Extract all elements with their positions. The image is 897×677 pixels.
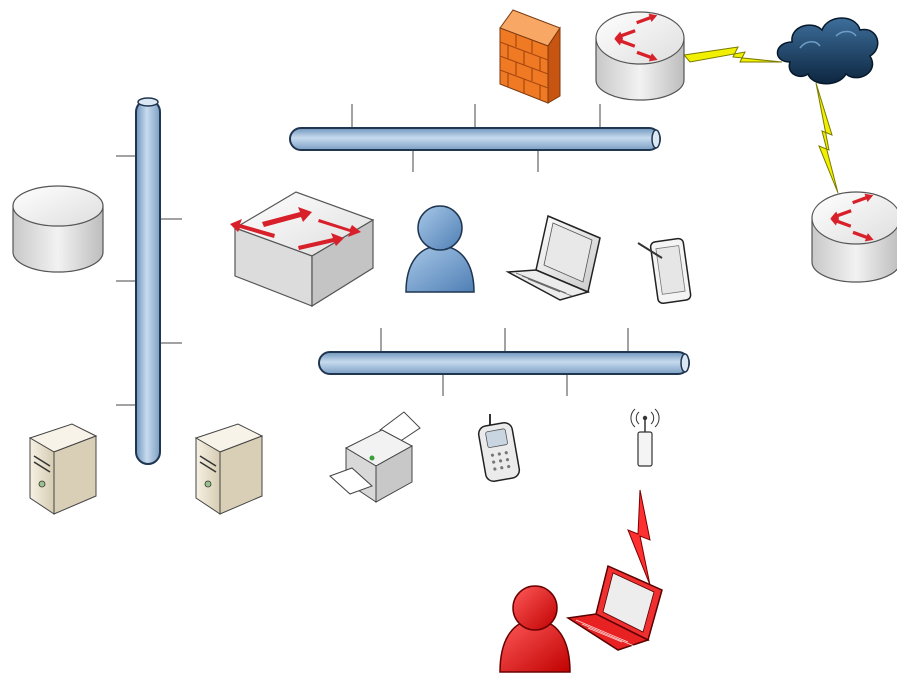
laptop-icon[interactable]: [505, 214, 601, 301]
switch-icon[interactable]: [230, 191, 375, 308]
router-icon[interactable]: [595, 11, 685, 101]
vertical-bus: [116, 97, 182, 465]
server-icon[interactable]: [194, 423, 264, 515]
router-icon[interactable]: [811, 191, 897, 283]
user-icon: [499, 585, 571, 673]
mobile-phone-icon[interactable]: [477, 414, 521, 483]
cloud-icon: [776, 17, 879, 85]
wireless-link-lightning: [627, 489, 651, 586]
wireless-access-point-icon[interactable]: [630, 408, 660, 467]
wan-link-lightning: [683, 46, 783, 63]
laptop-icon[interactable]: [565, 564, 663, 651]
wan-link-lightning: [815, 82, 839, 194]
top-bus: [289, 104, 661, 172]
firewall-icon[interactable]: [499, 9, 561, 104]
server-icon[interactable]: [28, 423, 98, 515]
tablet-icon[interactable]: [637, 237, 692, 305]
bottom-bus: [318, 328, 690, 396]
database-icon[interactable]: [12, 185, 104, 273]
user-icon: [405, 205, 475, 293]
printer-icon[interactable]: [329, 411, 421, 503]
